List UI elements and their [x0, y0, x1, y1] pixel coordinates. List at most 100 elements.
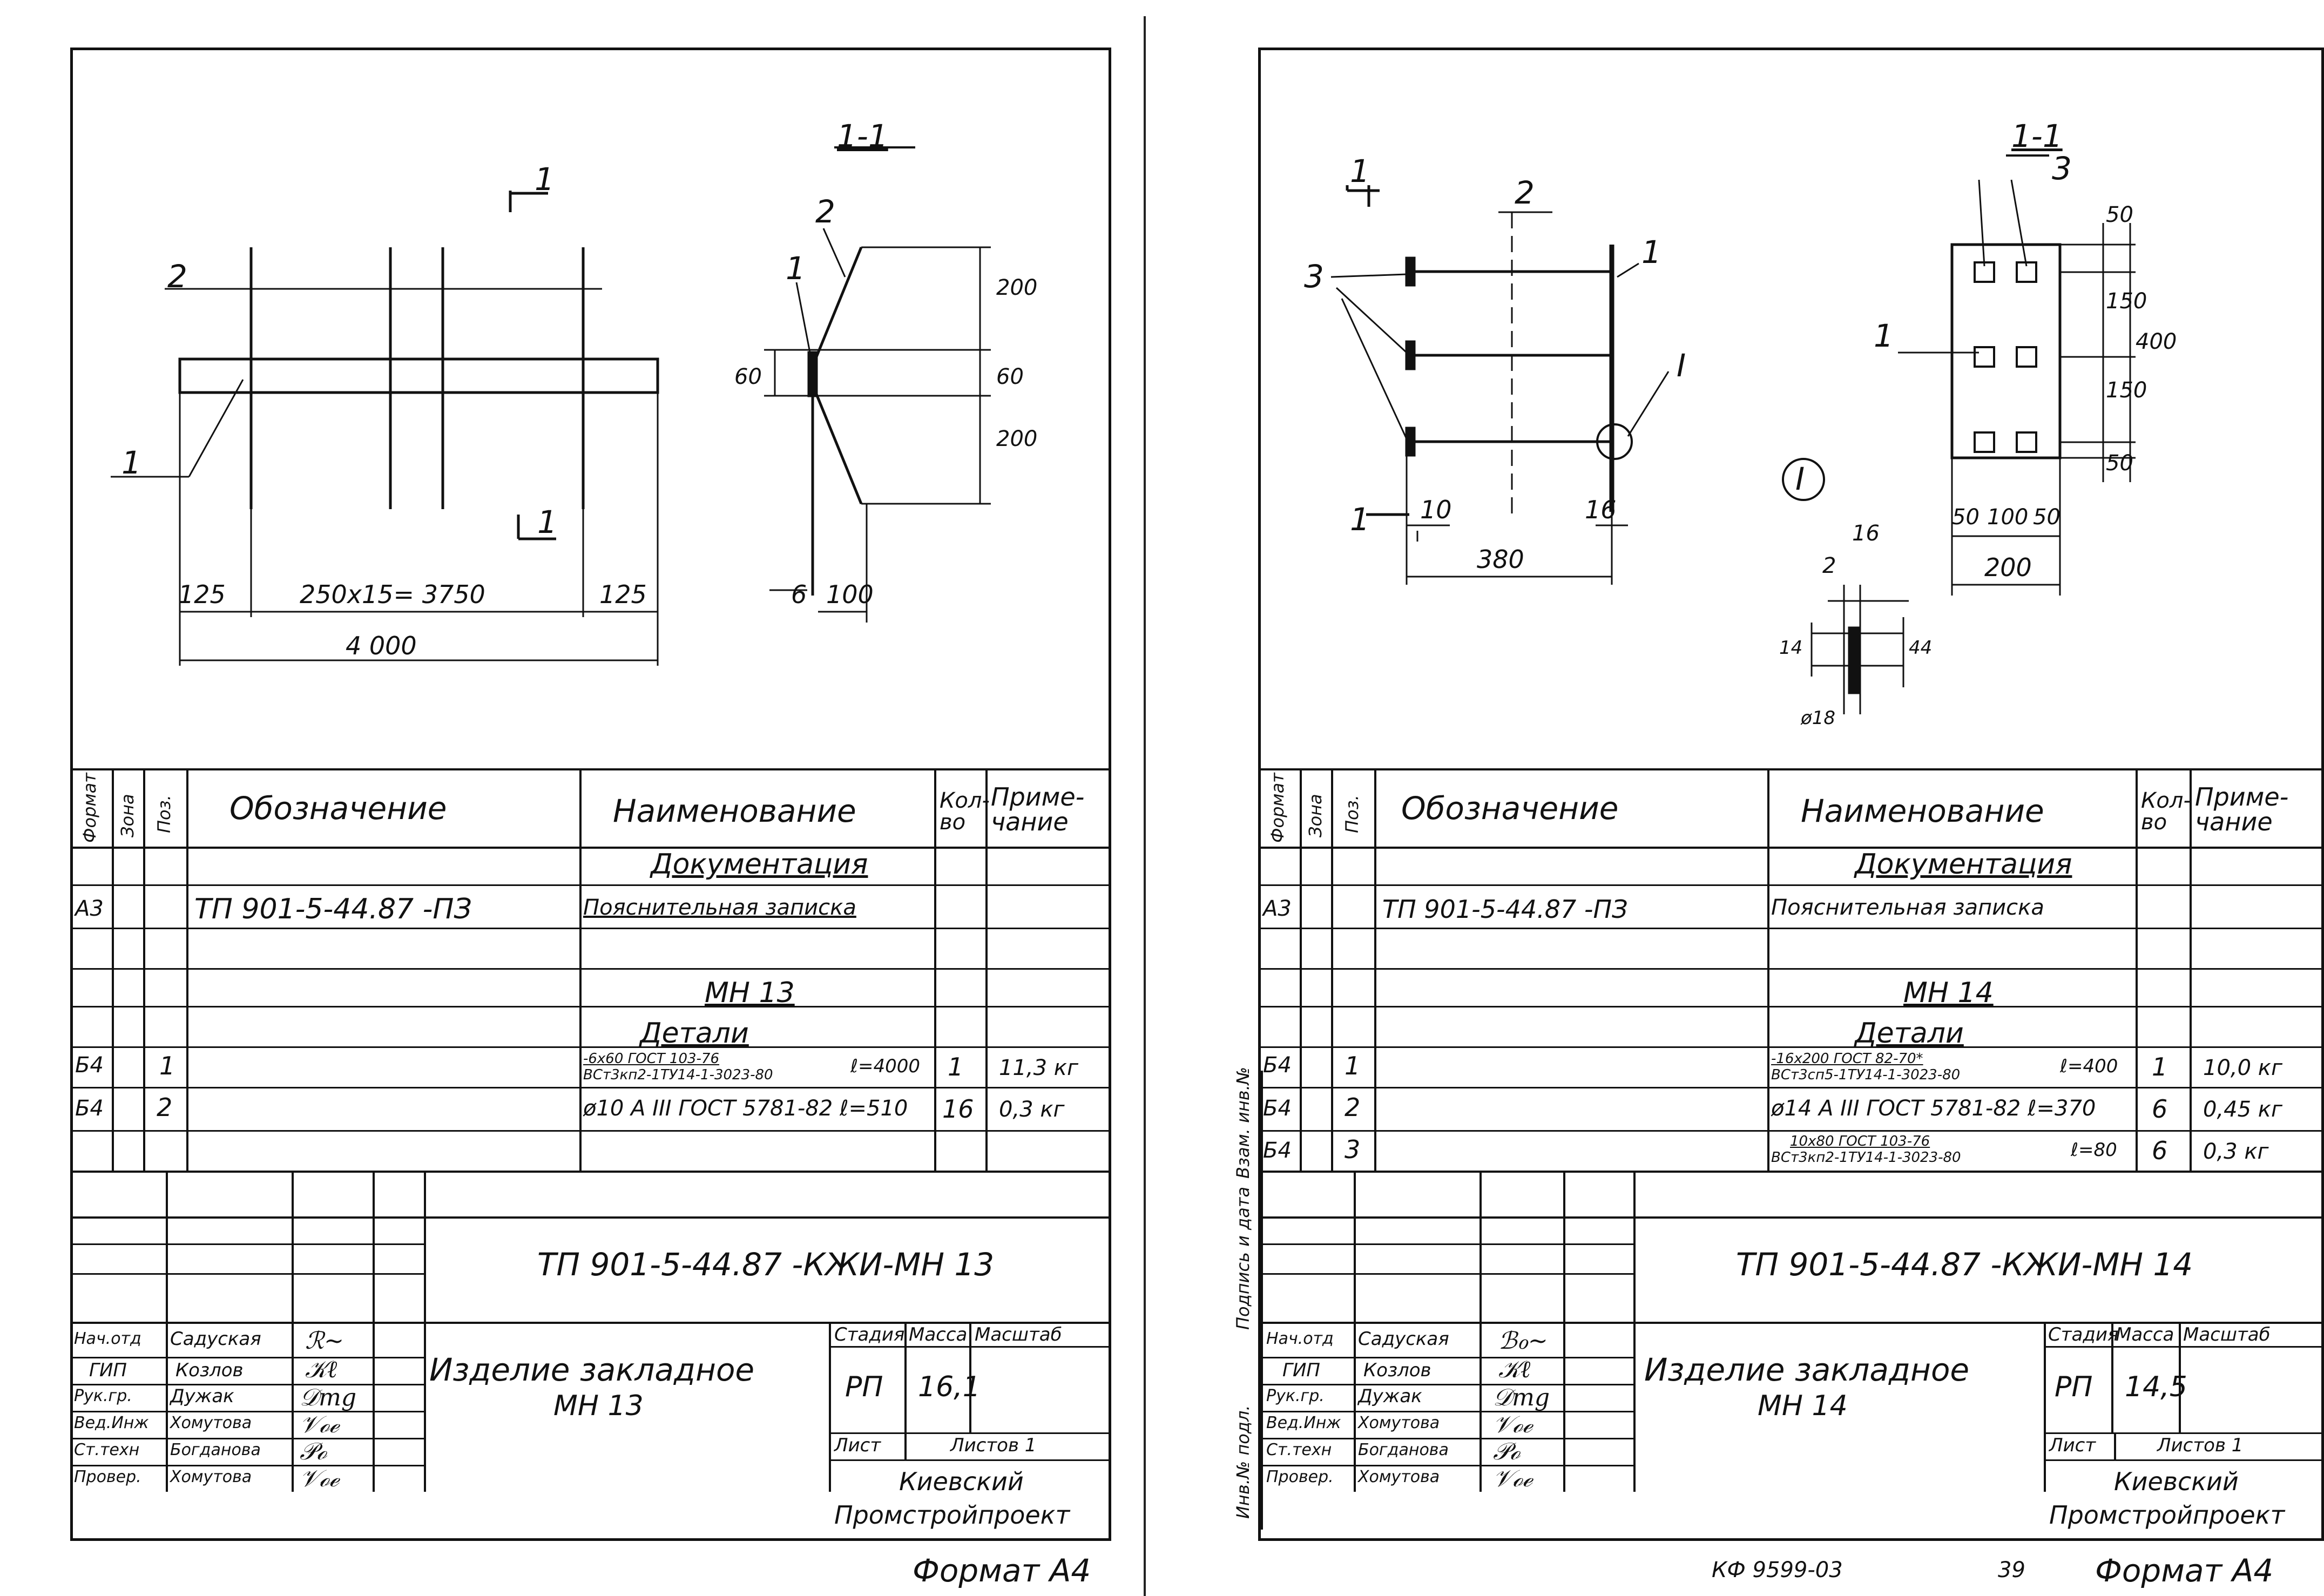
details-section: Детали	[640, 1017, 749, 1050]
r-signature-5: 𝒫ℴ	[1493, 1438, 1521, 1465]
cut-mark-top: 1	[535, 161, 555, 198]
right-drawing-sheet: 1-1 1 1 2 3 1 I I 10 16 380 16 2 14 44 ø…	[1233, 48, 2324, 1541]
mark-mn13: МН 13	[705, 977, 795, 1009]
r-row2-note: 10,0 кг	[2203, 1056, 2282, 1080]
sheet-header: Лист	[834, 1435, 881, 1456]
footer-page: 39	[1998, 1558, 2025, 1583]
col-zone: Зона	[117, 794, 138, 837]
role-6: Провер.	[74, 1467, 141, 1486]
r-name-2: Козлов	[1363, 1360, 1431, 1381]
r-col-format: Формат	[1267, 773, 1288, 843]
r-dim-16: 16	[1585, 495, 1617, 524]
plan-callout-3: 3	[2052, 150, 2072, 187]
left-plan-drawing	[111, 146, 991, 666]
r-signature-2: 𝒦ℓ	[1498, 1356, 1531, 1383]
det-18: ø18	[1801, 707, 1836, 729]
row2-name-a: -6x60 ГОСТ 103-76	[583, 1051, 720, 1067]
item-mark: МН 13	[553, 1390, 644, 1422]
footer-code: КФ 9599-03	[1712, 1558, 1843, 1583]
sheet-divider	[1144, 16, 1146, 1596]
r-name-1: Садуская	[1358, 1328, 1449, 1350]
name-5: Богданова	[170, 1441, 261, 1459]
r-row4-format: Б4	[1263, 1138, 1292, 1163]
r-col-note: Приме-чание	[2195, 782, 2289, 836]
name-4: Хомутова	[170, 1414, 252, 1432]
name-3: Дужак	[170, 1385, 234, 1407]
role-2: ГИП	[89, 1360, 127, 1381]
r-name-5: Богданова	[1358, 1441, 1449, 1459]
r-row2-format: Б4	[1263, 1053, 1292, 1078]
org-line1: Киевский	[899, 1467, 1024, 1496]
r-row1-designation: ТП 901-5-44.87 -ПЗ	[1382, 895, 1628, 924]
col-note: Приме-чание	[991, 782, 1085, 836]
dim-200-top: 200	[996, 275, 1038, 300]
r-sheets-header: Листов 1	[2157, 1435, 2244, 1456]
row2-note: 11,3 кг	[999, 1056, 1078, 1080]
right-format: Формат А4	[2095, 1552, 2274, 1589]
title-code: ТП 901-5-44.87 -КЖИ-МН 13	[537, 1246, 995, 1283]
plan-dim-150-a: 150	[2106, 289, 2147, 314]
r-row2-qty: 1	[2152, 1052, 2168, 1081]
r-row3-note: 0,45 кг	[2203, 1097, 2282, 1122]
r-signature-3: 𝒟mg	[1493, 1384, 1550, 1411]
role-1: Нач.отд	[74, 1329, 141, 1348]
r-row3-format: Б4	[1263, 1096, 1292, 1121]
dim-60-right: 60	[996, 364, 1024, 389]
row2-pos: 1	[159, 1051, 175, 1080]
r-signature-6: 𝒱ℴℯ	[1493, 1465, 1532, 1492]
dim-span: 250x15= 3750	[300, 580, 485, 609]
callout-2: 2	[167, 258, 187, 295]
r-mass-value: 14,5	[2125, 1371, 2187, 1403]
r-col-designation: Обозначение	[1401, 790, 1619, 827]
row2-format: Б4	[75, 1053, 104, 1078]
plan-dim-50-bot: 50	[2106, 451, 2133, 476]
r-name-4: Хомутова	[1358, 1414, 1440, 1432]
row3-name: ø10 А III ГОСТ 5781-82 ℓ=510	[583, 1096, 908, 1121]
signature-6: 𝒱ℴℯ	[300, 1465, 339, 1492]
plan-dim-400: 400	[2136, 329, 2177, 354]
dim-125-left: 125	[178, 580, 226, 609]
r-stage-header: Стадия	[2048, 1324, 2119, 1345]
det-44: 44	[1909, 637, 1933, 659]
cut-mark-bottom: 1	[537, 504, 557, 540]
r-row4-note: 0,3 кг	[2203, 1139, 2269, 1164]
role-3: Рук.гр.	[74, 1387, 132, 1405]
stamp-signature-date: Подпись и дата	[1233, 1186, 1253, 1330]
plan-dim-50-r: 50	[2033, 505, 2060, 530]
stamp-inv-podl: Инв.№ подл.	[1233, 1405, 1253, 1519]
row3-format: Б4	[75, 1096, 104, 1121]
dim-200-bottom: 200	[996, 427, 1038, 451]
det-14: 14	[1779, 637, 1803, 659]
name-2: Козлов	[175, 1360, 244, 1381]
r-name-3: Дужак	[1358, 1385, 1422, 1407]
r-section-label: 1-1	[2011, 118, 2063, 154]
r-role-3: Рук.гр.	[1266, 1387, 1325, 1405]
row1-name: Пояснительная записка	[583, 895, 856, 920]
org-line2: Промстройпроект	[834, 1500, 1070, 1530]
plan-dim-50-top: 50	[2106, 202, 2133, 227]
stamp-vzam-inv: Взам. инв.№	[1233, 1066, 1253, 1179]
signature-3: 𝒟mg	[300, 1384, 357, 1411]
r-dim-10: 10	[1420, 495, 1452, 524]
r-col-name: Наименование	[1801, 793, 2044, 829]
r-row2-pos: 1	[1345, 1051, 1361, 1080]
r-col-zone: Зона	[1305, 794, 1326, 837]
plan-dim-200: 200	[1984, 553, 2032, 582]
row2-qty: 1	[948, 1052, 964, 1081]
r-role-6: Провер.	[1266, 1467, 1334, 1486]
item-title: Изделие закладное	[429, 1351, 755, 1388]
r-row1-name: Пояснительная записка	[1771, 895, 2044, 920]
col-name: Наименование	[613, 793, 856, 829]
r-cut-mark-bottom: 1	[1350, 501, 1370, 538]
sec-callout-1: 1	[786, 250, 806, 287]
doc-section: Документация	[651, 848, 868, 881]
r-signature-1: ℬℴ~	[1498, 1327, 1548, 1355]
mass-header: Масса	[909, 1324, 968, 1345]
r-row4-length: ℓ=80	[2071, 1139, 2117, 1161]
col-qty: Кол-во	[940, 788, 990, 835]
r-role-4: Вед.Инж	[1266, 1414, 1341, 1432]
r-stage-value: РП	[2055, 1371, 2093, 1403]
callout-1: 1	[121, 444, 141, 481]
signature-5: 𝒫ℴ	[300, 1438, 327, 1465]
r-row2-name-b: ВСт3сп5-1ТУ14-1-3023-80	[1771, 1067, 1961, 1083]
